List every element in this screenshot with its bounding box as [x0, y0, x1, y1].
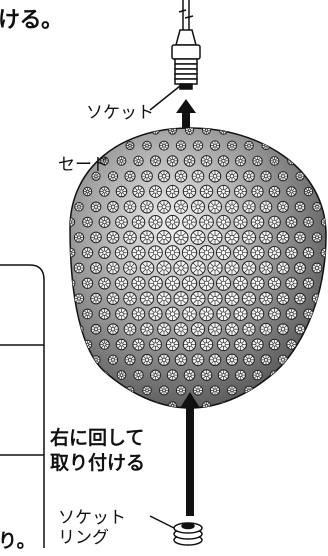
socket-ring [173, 522, 203, 546]
socket-label: ソケット [86, 103, 154, 123]
turn-right-label-line2: 取り付ける [50, 452, 146, 474]
socket-ring-label-line2: リング [58, 528, 109, 548]
socket-leader-line [149, 85, 181, 111]
turn-right-label: 右に回して 取り付ける [50, 426, 145, 476]
info-box-frame [0, 264, 45, 548]
socket-ring-label-line1: ソケット [58, 508, 126, 528]
arrow-up-long-icon [180, 392, 200, 516]
socket-ring-label: ソケット リング [58, 508, 126, 548]
shade-label: セード [58, 155, 109, 175]
bottom-left-text-fragment: り。 [0, 530, 36, 552]
turn-right-label-line1: 右に回して [50, 427, 145, 449]
power-cord [178, 0, 194, 30]
shade-ball [69, 127, 327, 409]
socket-ring-leader-line [149, 515, 175, 529]
socket-top [171, 29, 201, 90]
arrow-up-icon [176, 99, 196, 128]
instruction-heading: ける。 [0, 8, 63, 33]
